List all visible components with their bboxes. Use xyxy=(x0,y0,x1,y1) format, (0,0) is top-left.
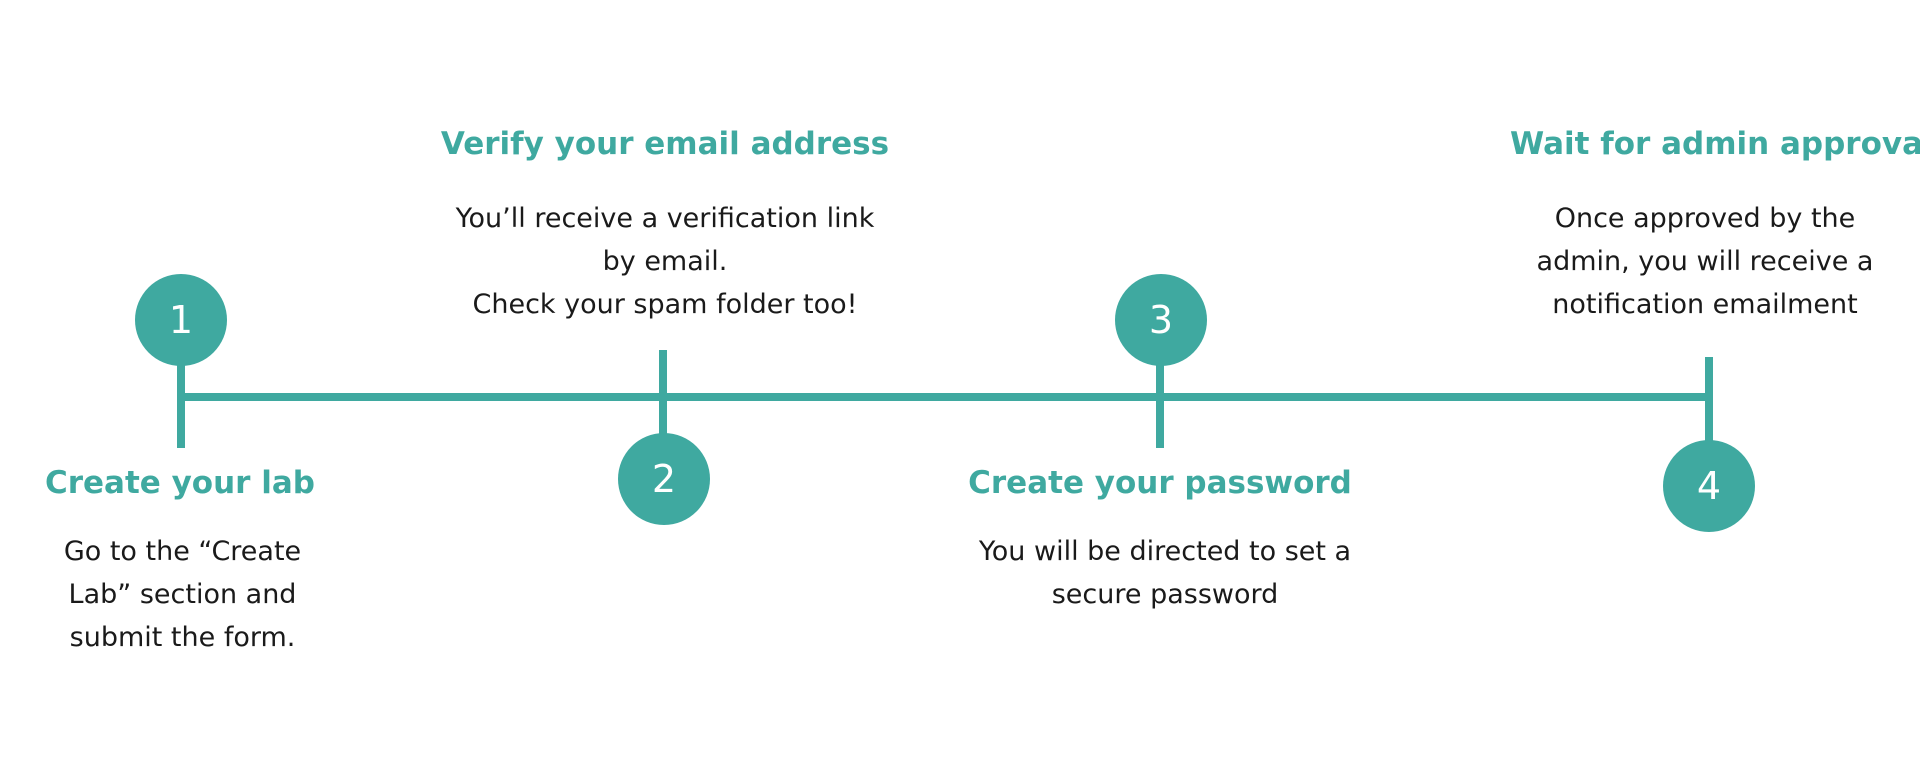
step-4-number-badge: 4 xyxy=(1663,440,1755,532)
step-1-description: Go to the “Create Lab” section and submi… xyxy=(63,536,302,653)
step-2-connector xyxy=(659,350,667,450)
step-1-number-badge: 1 xyxy=(135,274,227,366)
step-3-description: You will be directed to set a secure pas… xyxy=(978,536,1352,610)
step-2-description: You’ll receive a verification link by em… xyxy=(455,203,875,320)
step-1-title: Create your lab xyxy=(44,465,315,501)
step-4-description: Once approved by the admin, you will rec… xyxy=(1536,203,1874,320)
step-2-title: Verify your email address xyxy=(440,126,890,162)
step-3-title: Create your password xyxy=(968,465,1352,501)
step-3-number-badge: 3 xyxy=(1115,274,1207,366)
step-4-title: Wait for admin approval xyxy=(1510,126,1920,162)
step-4-connector xyxy=(1705,357,1713,457)
step-2-number-badge: 2 xyxy=(618,433,710,525)
step-1-connector xyxy=(177,355,185,448)
step-3-connector xyxy=(1156,355,1164,448)
timeline-axis xyxy=(178,393,1708,401)
